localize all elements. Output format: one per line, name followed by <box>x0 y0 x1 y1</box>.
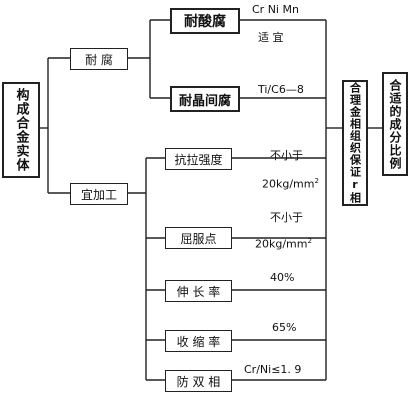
anti-dual-phase-box: 防 双 相 <box>165 370 232 392</box>
anti-dual-phase-label: 防 双 相 <box>176 374 221 389</box>
intergranular-corrosion-label: 耐晶间腐 <box>178 93 231 109</box>
acid-corrosion-box: 耐酸腐 <box>170 8 240 34</box>
tensile-strength-label: 抗拉强度 <box>174 152 223 167</box>
reduction-box: 收 缩 率 <box>165 330 232 352</box>
yield-point-box: 屈服点 <box>165 227 232 249</box>
intergranular-ratio: Ti/C6—8 <box>258 83 304 96</box>
tensile-strength-box: 抗拉强度 <box>165 148 232 170</box>
metallographic-box: 合理金相组织保证r相 <box>342 80 368 206</box>
branch-corrosion-box: 耐 腐 <box>70 48 128 70</box>
acid-corrosion-elements: Cr Ni Mn <box>252 3 299 16</box>
dual-phase-ratio: Cr/Ni≤1. 9 <box>244 363 302 376</box>
root-label: 构成合金实体 <box>13 88 29 172</box>
elongation-label: 伸 长 率 <box>176 284 221 299</box>
reduction-value: 65% <box>272 321 297 334</box>
branch-processing-label: 宜加工 <box>80 187 117 202</box>
acid-corrosion-label: 耐酸腐 <box>184 14 226 30</box>
elongation-box: 伸 长 率 <box>165 280 232 302</box>
yield-point-label: 屈服点 <box>180 231 217 246</box>
metallographic-label: 合理金相组织保证r相 <box>348 82 362 204</box>
composition-ratio-label: 合适的成分比例 <box>388 78 402 170</box>
tensile-min-text: 不小于 <box>270 149 303 162</box>
root-box: 构成合金实体 <box>2 82 40 178</box>
branch-processing-box: 宜加工 <box>70 183 128 205</box>
reduction-label: 收 缩 率 <box>176 334 221 349</box>
yield-min-text: 不小于 <box>270 211 303 224</box>
yield-value: 20kg/mm2 <box>255 237 312 251</box>
intergranular-corrosion-box: 耐晶间腐 <box>170 86 240 112</box>
acid-corrosion-note: 适 宜 <box>258 31 284 44</box>
elongation-value: 40% <box>270 271 295 284</box>
tensile-value: 20kg/mm2 <box>262 177 319 191</box>
branch-corrosion-label: 耐 腐 <box>85 52 113 67</box>
composition-ratio-box: 合适的成分比例 <box>382 72 408 176</box>
